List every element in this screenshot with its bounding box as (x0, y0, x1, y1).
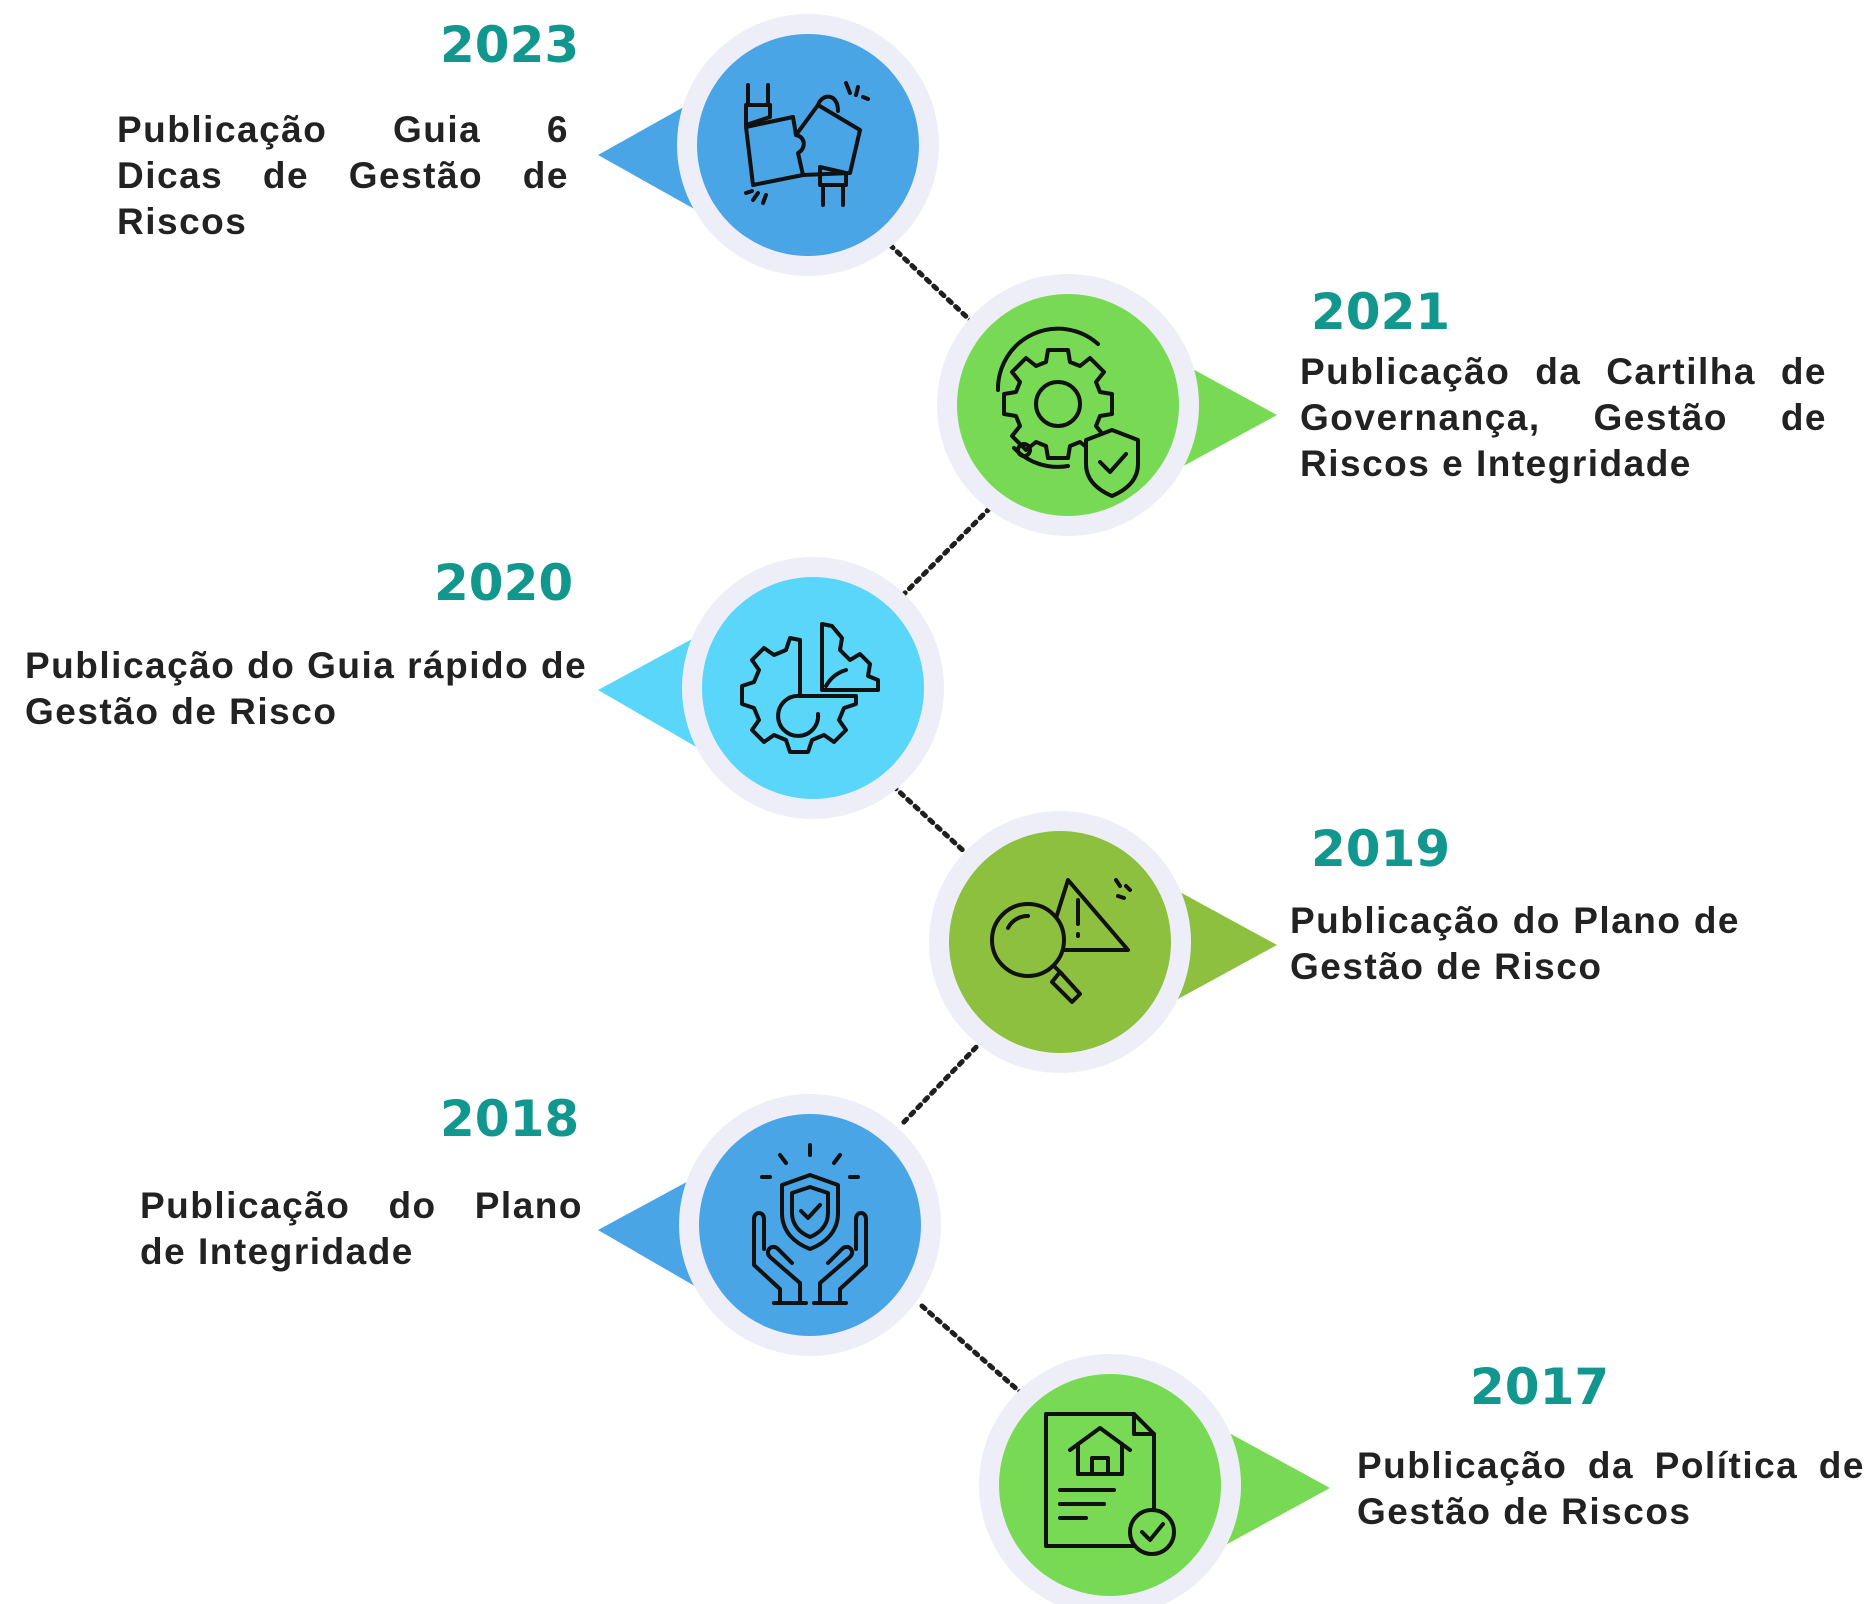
pointer-2019 (1167, 885, 1277, 1005)
gear-pie-chart-icon (740, 622, 880, 754)
milestone-2019 (929, 811, 1277, 1073)
year-2019: 2019 (1311, 820, 1451, 878)
badge-2018 (699, 1114, 921, 1336)
milestone-2018 (598, 1094, 941, 1356)
puzzle-hands-icon (744, 81, 870, 207)
badge-2020 (702, 577, 924, 799)
gear-shield-icon (995, 326, 1140, 498)
badge-2021 (957, 294, 1179, 516)
milestone-2020 (598, 557, 944, 819)
connector-1 (887, 242, 975, 325)
connector-3 (890, 783, 971, 858)
year-2020: 2020 (434, 554, 574, 612)
document-house-icon (1044, 1412, 1176, 1556)
magnifier-warning-icon (990, 878, 1132, 1004)
description-2023: Publicação Guia 6 Dicas de Gestão de Ris… (117, 109, 569, 242)
pointer-2023 (598, 95, 705, 215)
pointer-2018 (598, 1172, 705, 1292)
description-2017: Publicação da Política de Gestão de Risc… (1357, 1445, 1865, 1532)
badge-2023 (697, 34, 919, 256)
year-2021: 2021 (1311, 283, 1451, 341)
milestone-2017 (979, 1354, 1330, 1604)
year-2018: 2018 (440, 1090, 580, 1148)
connector-4 (900, 1037, 986, 1126)
description-2021: Publicação da Cartilha de Governança, Ge… (1300, 351, 1827, 484)
milestone-2021 (937, 274, 1277, 536)
connector-5 (919, 1303, 1023, 1395)
year-2023: 2023 (440, 16, 580, 74)
hands-shield-icon (752, 1143, 868, 1305)
connector-2 (901, 505, 993, 597)
description-2018: Publicação do Plano de Integridade (140, 1185, 583, 1272)
badge-2017 (999, 1374, 1221, 1596)
pointer-2020 (598, 632, 705, 752)
description-2020: Publicação do Guia rápido de Gestão de R… (25, 645, 588, 732)
milestone-2023 (598, 14, 939, 276)
year-2017: 2017 (1470, 1358, 1610, 1416)
pointer-2017 (1220, 1428, 1330, 1548)
description-2019: Publicação do Plano de Gestão de Risco (1290, 900, 1740, 987)
